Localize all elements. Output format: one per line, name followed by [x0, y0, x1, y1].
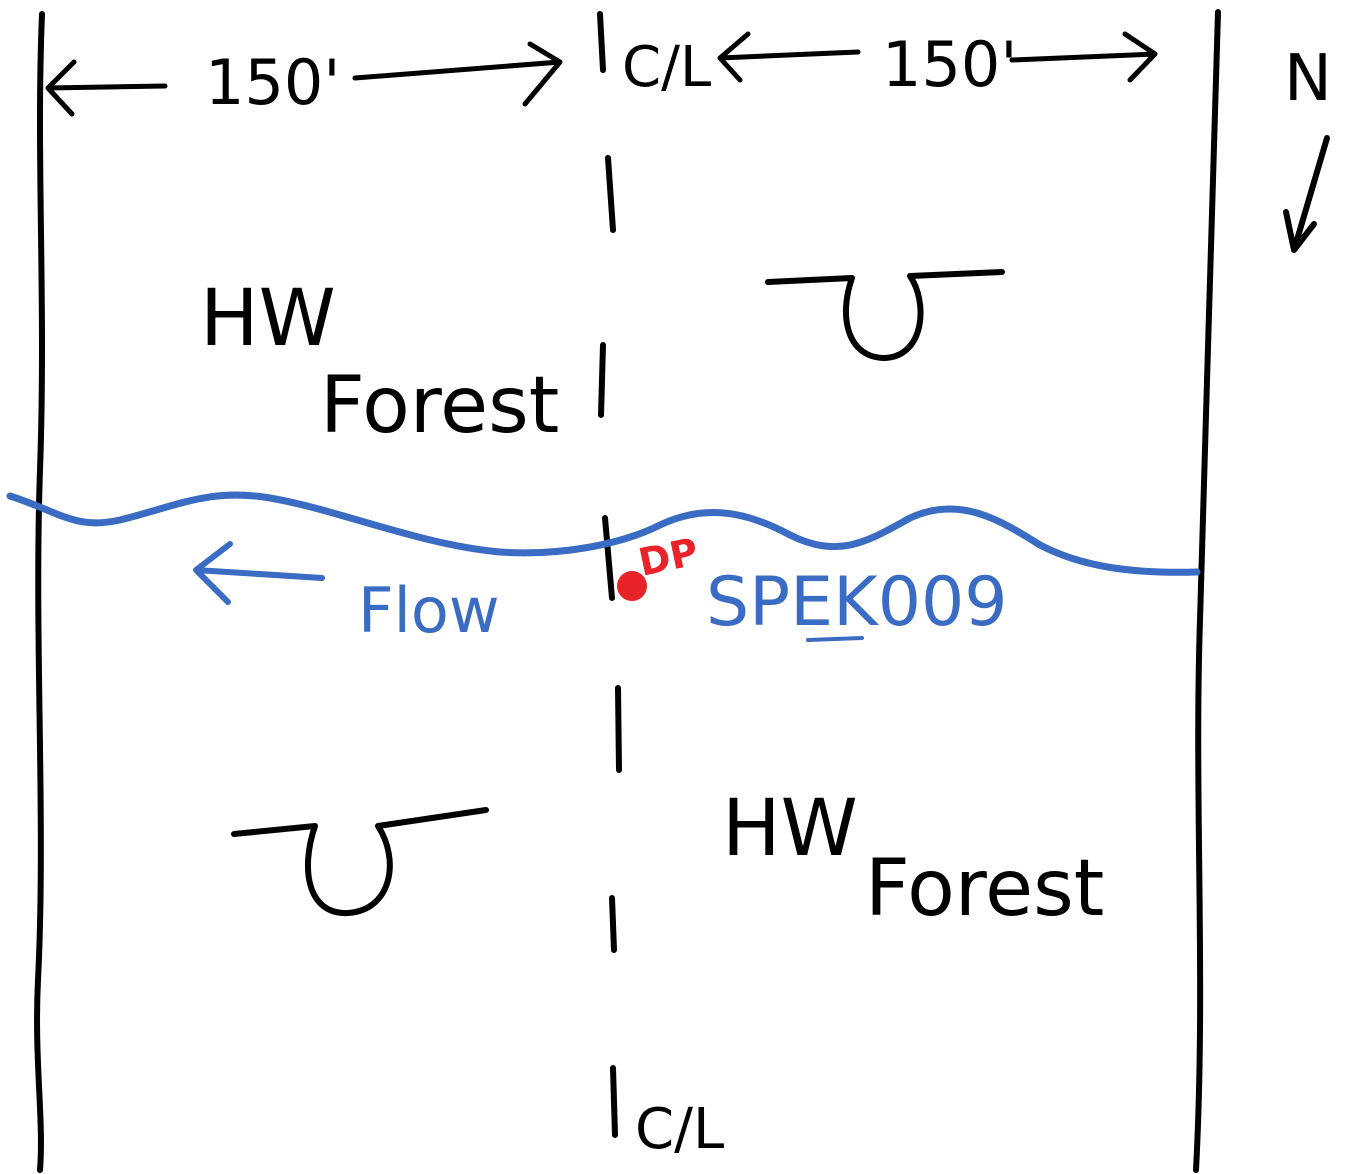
centerline-bottom-label: C/L: [635, 1097, 724, 1162]
centerline-dash: [598, 342, 606, 418]
upland-symbol-lower-left: [231, 807, 489, 917]
lower-right-community-line1: HW: [722, 784, 858, 874]
centerline-top-label: C/L: [622, 35, 711, 100]
centerline-dash: [602, 515, 615, 601]
left-width-arrow-left: [45, 59, 168, 117]
data-point-label: DP: [635, 529, 702, 584]
centerline-dash: [615, 685, 622, 773]
right-corridor-boundary: [1193, 9, 1221, 1173]
centerline-dash: [605, 155, 616, 233]
left-corridor-boundary: [34, 11, 45, 1173]
right-width-arrow-right: [1009, 31, 1158, 83]
left-width-dimension: 150': [45, 41, 563, 119]
flow-label: Flow: [358, 574, 500, 647]
data-point-marker: [617, 571, 647, 601]
right-width-label: 150': [882, 28, 1017, 101]
north-arrow: N: [1283, 42, 1332, 253]
left-width-arrow-right: [352, 41, 563, 107]
centerline-dash: [597, 11, 606, 73]
centerline: [597, 11, 622, 1138]
north-arrow-shaft: [1283, 135, 1330, 253]
upper-left-community-line1: HW: [200, 274, 336, 364]
left-width-label: 150': [205, 46, 340, 119]
stream-id-label: SPEK009: [706, 563, 1008, 642]
centerline-dash: [610, 1065, 618, 1138]
stream-id-underline: [806, 636, 864, 642]
stream-channel: [6, 491, 1201, 576]
centerline-dash: [609, 895, 617, 953]
flow-arrow: [193, 541, 325, 605]
upland-symbol-upper-right: [765, 269, 1005, 361]
north-label: N: [1284, 42, 1332, 116]
right-width-dimension: 150': [717, 28, 1158, 101]
lower-right-community-line2: Forest: [865, 844, 1104, 934]
upper-left-community-line2: Forest: [320, 361, 559, 451]
right-width-arrow-left: [717, 31, 861, 83]
